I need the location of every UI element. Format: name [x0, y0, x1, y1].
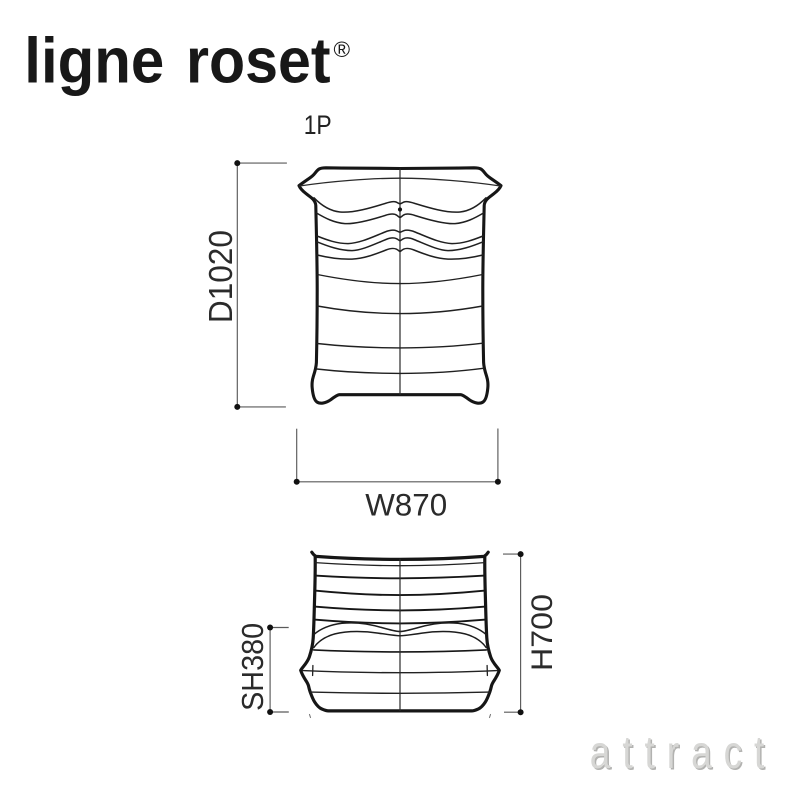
svg-text:attract: attract [591, 728, 777, 780]
svg-text:D1020: D1020 [202, 230, 239, 323]
svg-text:H700: H700 [526, 594, 559, 671]
svg-text:ligne: ligne [24, 25, 164, 97]
svg-text:roset: roset [186, 25, 331, 97]
svg-text:®: ® [334, 37, 351, 62]
svg-text:1P: 1P [304, 110, 332, 140]
svg-text:SH380: SH380 [235, 623, 270, 711]
svg-text:attract: attract [590, 727, 776, 779]
svg-text:W870: W870 [365, 486, 447, 522]
